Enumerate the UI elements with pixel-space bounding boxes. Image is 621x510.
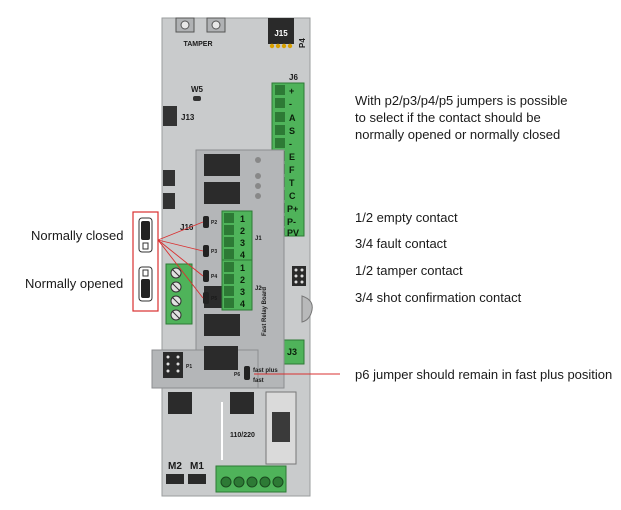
j6-terminal: S: [289, 126, 295, 136]
m1-label: M1: [190, 461, 204, 472]
relay-1: [204, 154, 240, 176]
j1-number: 4: [240, 250, 245, 260]
j6-terminal-labels: + - A S - E F T C P+ P- PV: [287, 86, 299, 238]
fast-label: fast: [253, 378, 264, 384]
p6-note: p6 jumper should remain in fast plus pos…: [355, 367, 613, 382]
intro-line-2: to select if the contact should be: [355, 110, 541, 125]
m2-connector: [166, 474, 184, 484]
m2-label: M2: [168, 461, 182, 472]
tamper-label: TAMPER: [183, 41, 212, 48]
p2-label: P2: [211, 220, 217, 226]
normally-closed-label: Normally closed: [31, 228, 124, 243]
p3-label: P3: [211, 249, 217, 255]
led-indicators: [255, 157, 261, 199]
j6-terminal: +: [289, 86, 294, 96]
j6-terminal: T: [289, 178, 295, 188]
p1-pins: [166, 355, 180, 373]
j2-screws: [224, 262, 234, 308]
contact-label-1: 1/2 empty contact: [355, 210, 458, 225]
fuse: [272, 412, 290, 442]
j6-label: J6: [289, 73, 298, 82]
j6-terminal: F: [289, 165, 295, 175]
j2-label: J2: [255, 286, 262, 292]
normally-opened-jumper: [138, 266, 153, 302]
j1-number: 2: [240, 226, 245, 236]
jumper-example-frame: [132, 211, 159, 312]
j3-label: J3: [287, 347, 297, 357]
j13-connector: [163, 106, 177, 126]
contact-label-3: 1/2 tamper contact: [355, 263, 463, 278]
relay-2: [204, 182, 240, 204]
callout-leader-lines: [157, 221, 204, 299]
j2-number: 1: [240, 263, 245, 273]
p1-header: [163, 352, 183, 378]
p6-label: P6: [234, 372, 240, 378]
w5-jumper: [193, 96, 201, 101]
normally-closed-jumper: [138, 217, 153, 253]
j15-connector: [268, 18, 294, 44]
normally-opened-label: Normally opened: [25, 276, 124, 291]
lower-relay-2: [230, 392, 254, 414]
power-terminal-screws: [220, 476, 284, 488]
p-jumpers: [203, 216, 209, 304]
j2-number: 3: [240, 287, 245, 297]
j6-terminal: -: [289, 99, 292, 109]
j13-label: J13: [181, 113, 195, 122]
tamper-switches: [175, 17, 226, 33]
contact-label-4: 3/4 shot confirmation contact: [355, 290, 522, 305]
j2-number: 4: [240, 299, 245, 309]
p5-label: P5: [211, 296, 217, 302]
relay-5: [204, 346, 238, 370]
j6-terminal: E: [289, 152, 295, 162]
j16-label: J16: [180, 223, 194, 232]
p6-jumper: [244, 366, 250, 380]
pin-header-right: [292, 266, 306, 286]
p4-small-label: P4: [211, 274, 217, 280]
j15-pins: [269, 43, 293, 49]
intro-line-3: normally opened or normally closed: [355, 127, 561, 142]
j1-screws: [224, 213, 234, 259]
side-clip: [301, 295, 313, 323]
j6-terminal: P+: [287, 204, 298, 214]
fast-plus-label: fast plus: [253, 368, 278, 374]
j1-number: 3: [240, 238, 245, 248]
j6-terminal: C: [289, 191, 296, 201]
side-connector-2: [163, 193, 175, 209]
j6-terminal: -: [289, 139, 292, 149]
m1-connector: [188, 474, 206, 484]
contact-label-2: 3/4 fault contact: [355, 236, 447, 251]
left-block-screws: [170, 267, 182, 321]
w5-label: W5: [191, 85, 204, 94]
j2-number: 2: [240, 275, 245, 285]
intro-line-1: With p2/p3/p4/p5 jumpers is possible: [355, 93, 568, 108]
side-connector-1: [163, 170, 175, 186]
j1-label: J1: [255, 236, 262, 242]
j6-terminal: P-: [287, 217, 296, 227]
p1-label: P1: [186, 364, 192, 370]
lower-relay-1: [168, 392, 192, 414]
p4-board-label: P4: [298, 38, 307, 48]
j6-terminal: A: [289, 113, 296, 123]
relay-4: [204, 314, 240, 336]
fast-relay-board-label: Fast Relay Board: [262, 287, 268, 336]
j1-number: 1: [240, 214, 245, 224]
j6-terminal: PV: [287, 228, 299, 238]
voltage-label: 110/220: [230, 432, 255, 439]
j15-label: J15: [274, 29, 288, 38]
